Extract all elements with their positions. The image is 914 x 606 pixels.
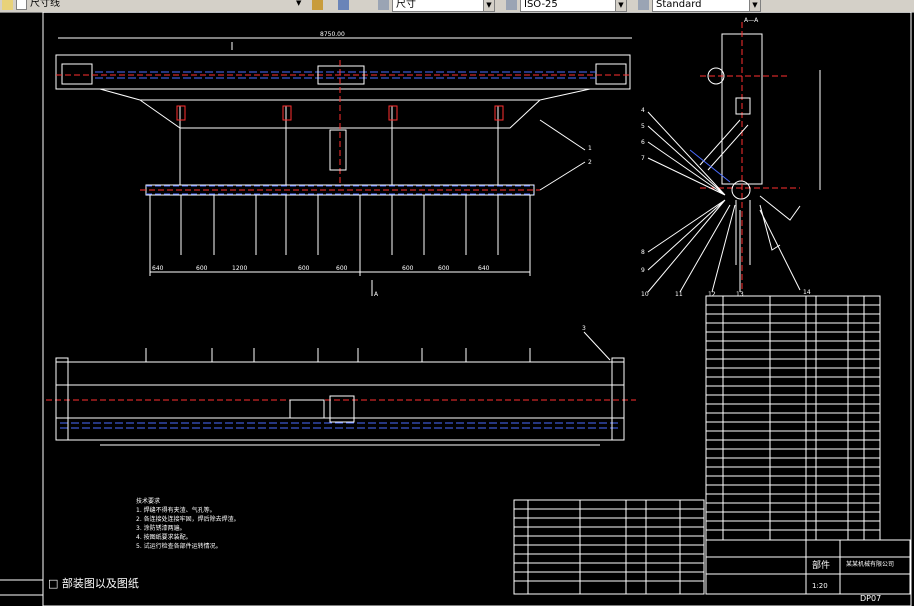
layer-state-icon[interactable] [2,0,13,10]
layer-dropdown-arrow-icon[interactable]: ▼ [296,0,302,7]
callout-10: 10 [641,291,649,298]
drawing-frame [42,12,912,606]
title-project: 某某机械有限公司 [846,560,894,568]
callout-4: 4 [641,107,645,114]
callout-14: 14 [803,289,811,296]
layer-color-icon[interactable] [16,0,27,10]
title-drawing-no: DP07 [860,594,881,603]
callout-11: 11 [675,291,683,298]
tech-note-line: 4. 按图纸要求装配。 [136,534,192,541]
tech-note-line: 5. 试运行检查各部件运转情况。 [136,543,222,550]
make-current-layer-icon[interactable] [312,0,323,10]
multileader-style-select[interactable]: Standard ▼ [652,0,761,12]
section-view [647,22,821,293]
parts-list [705,295,881,541]
chevron-down-icon[interactable]: ▼ [615,0,626,11]
top-toolbar: 尺寸线 ▼ 尺寸 ▼ ISO-25 ▼ Standard ▼ [0,0,914,13]
layer-name[interactable]: 尺寸线 [30,0,60,9]
layer-previous-icon[interactable] [338,0,349,10]
callout-3: 3 [582,325,586,332]
callout-5: 5 [641,123,645,130]
drawing-canvas[interactable]: 8750.00 640 600 1200 600 600 600 600 640… [0,12,914,606]
tech-note-line: 2. 各连接处连接牢固，焊后除去焊渣。 [136,516,240,523]
title-scale: 1:20 [812,582,828,590]
dim-label: 600 [402,265,414,272]
dim-style-select[interactable]: 尺寸 ▼ [392,0,495,12]
multileader-style-value: Standard [656,0,702,10]
tech-notes-title: 技术要求 [136,498,161,505]
parts-list-left [513,499,705,595]
dim-label: 600 [298,265,310,272]
table-style-value: ISO-25 [524,0,558,10]
dim-style-icon[interactable] [378,0,389,10]
dim-label: 600 [438,265,450,272]
section-label: A—A [744,17,759,24]
callout-8: 8 [641,249,645,256]
callout-2: 2 [588,159,592,166]
callout-6: 6 [641,139,645,146]
callout-9: 9 [641,267,645,274]
table-style-icon[interactable] [506,0,517,10]
table-style-select[interactable]: ISO-25 ▼ [520,0,627,12]
callout-12: 12 [708,291,716,298]
dim-label: 640 [478,265,490,272]
title-block [705,539,911,595]
callout-1: 1 [588,145,592,152]
layout-tab[interactable]: □ 部装图以及图纸 [48,577,139,590]
dim-style-value: 尺寸 [396,0,416,10]
view-marker: A [374,291,379,298]
callout-7: 7 [641,155,645,162]
title-drawing-name: 部件 [812,559,830,571]
tech-notes: 技术要求 1. 焊缝不得有夹渣、气孔等。 2. 各连接处连接牢固，焊后除去焊渣。… [136,497,240,551]
dim-label: 600 [196,265,208,272]
dim-label: 600 [336,265,348,272]
plan-view [46,331,636,446]
front-view [55,37,632,296]
chevron-down-icon[interactable]: ▼ [483,0,494,11]
multileader-style-icon[interactable] [638,0,649,10]
chevron-down-icon[interactable]: ▼ [749,0,760,11]
dim-label: 1200 [232,265,247,272]
dim-label: 640 [152,265,164,272]
callout-13: 13 [736,291,744,298]
overall-dimension: 8750.00 [320,31,345,38]
tech-note-line: 3. 涂防锈漆两遍。 [136,525,186,532]
tech-note-line: 1. 焊缝不得有夹渣、气孔等。 [136,507,216,514]
